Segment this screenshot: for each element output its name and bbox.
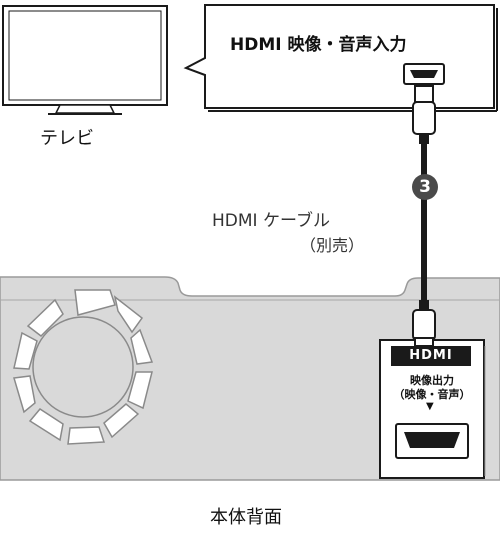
hdmi-logo: HDMI [391, 346, 471, 366]
hdmi-cable [412, 85, 436, 347]
tv-input-callout [183, 4, 498, 112]
tv-label: テレビ [40, 128, 94, 149]
unit-rear-label: 本体背面 [210, 507, 282, 528]
down-arrow-icon: ▼ [426, 401, 434, 412]
tv-illustration [2, 5, 168, 115]
cable-note: （別売） [300, 236, 365, 255]
fan-grille [13, 289, 154, 445]
port-label-line2: （映像・音声） [393, 388, 471, 401]
tv-hdmi-input-label: HDMI 映像・音声入力 [230, 35, 407, 55]
port-label-line1: 映像出力 [410, 374, 454, 387]
cable-label: HDMI ケーブル [212, 211, 330, 231]
step-badge: 3 [412, 174, 438, 200]
